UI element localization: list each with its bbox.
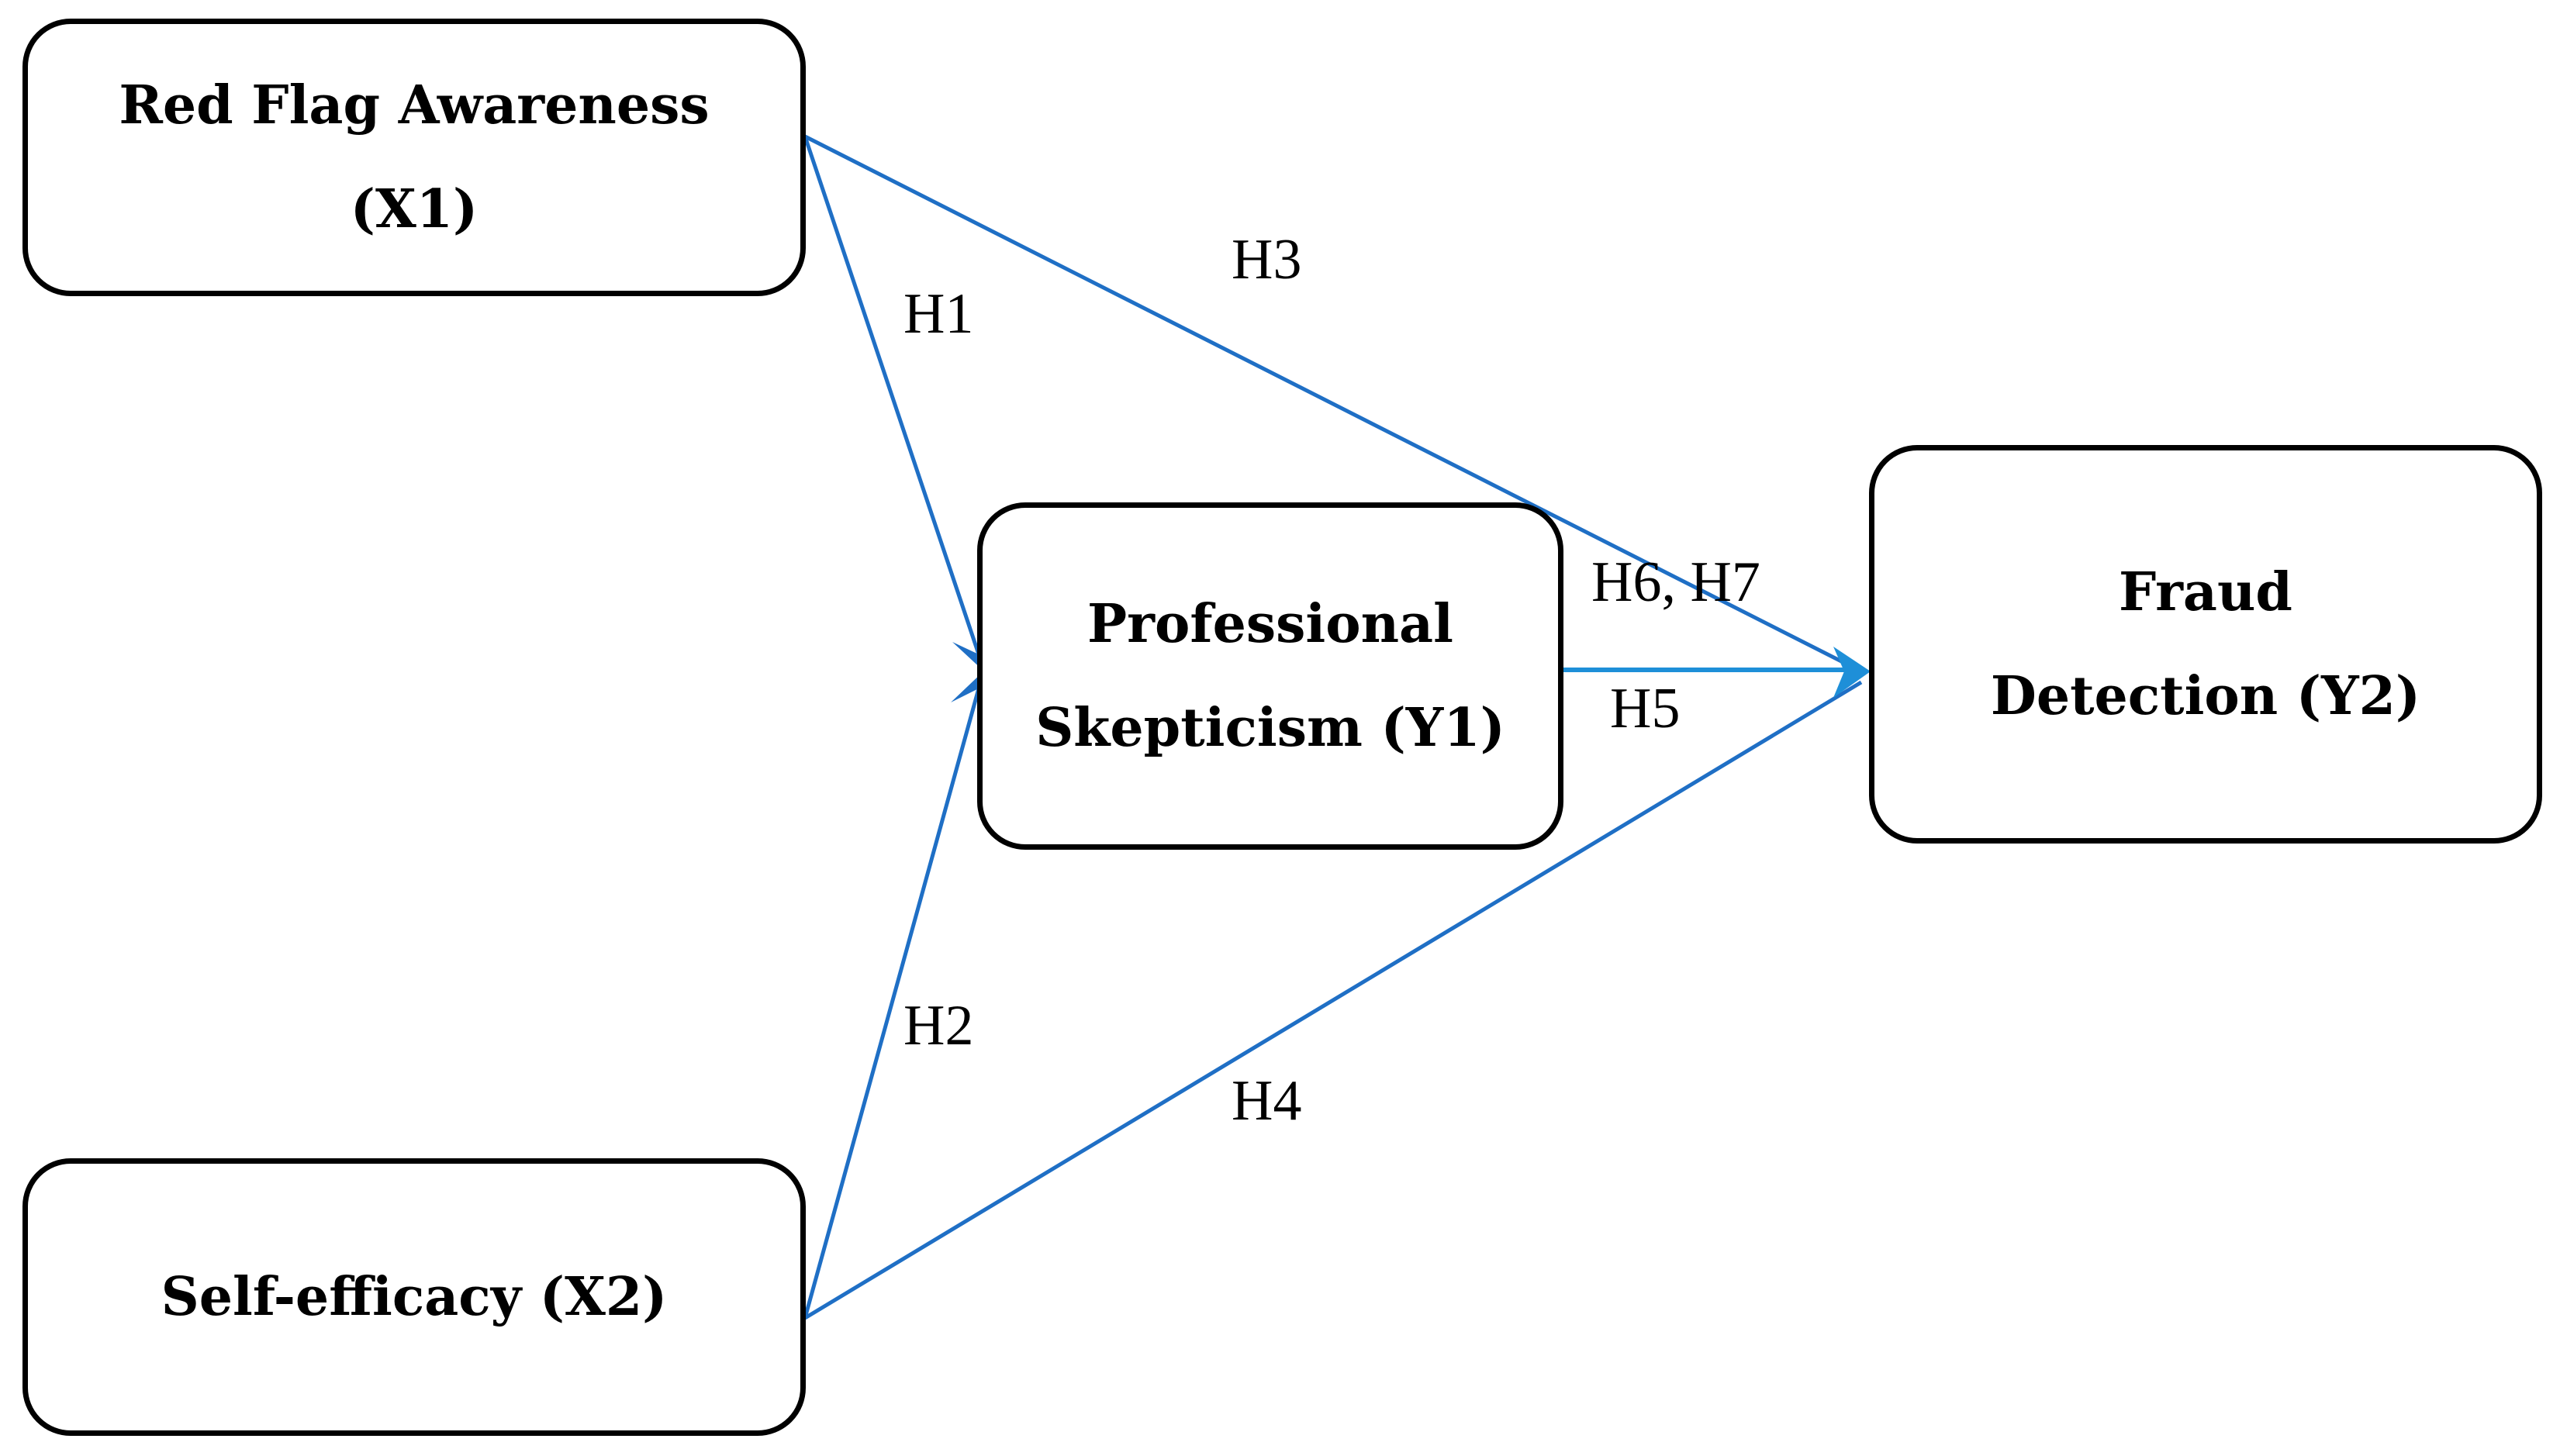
label-h2: H2	[903, 994, 974, 1057]
label-h6-h7: H6, H7	[1591, 550, 1760, 614]
node-y2-line2: Detection (Y2)	[1990, 665, 2421, 727]
label-h3: H3	[1232, 228, 1302, 292]
arrow-h3	[803, 134, 1863, 674]
node-professional-skepticism: Professional Skepticism (Y1)	[977, 502, 1563, 850]
node-self-efficacy: Self-efficacy (X2)	[22, 1158, 806, 1436]
node-x1-code: (X1)	[350, 178, 478, 240]
arrow-h4	[803, 680, 1863, 1320]
label-h5: H5	[1610, 677, 1681, 740]
node-y1-line2: Skepticism (Y1)	[1035, 697, 1505, 759]
arrow-h1	[803, 136, 981, 655]
node-y1-line1: Professional	[1087, 593, 1453, 655]
label-h4: H4	[1232, 1069, 1302, 1133]
label-h1: H1	[903, 282, 974, 346]
node-x2-title: Self-efficacy (X2)	[161, 1266, 668, 1328]
arrowhead-h5	[1833, 647, 1871, 698]
node-red-flag-awareness: Red Flag Awareness (X1)	[22, 19, 806, 296]
arrow-h2	[803, 688, 981, 1319]
node-y2-line1: Fraud	[2119, 561, 2292, 623]
node-fraud-detection: Fraud Detection (Y2)	[1869, 445, 2542, 844]
node-x1-title: Red Flag Awareness	[119, 74, 710, 136]
